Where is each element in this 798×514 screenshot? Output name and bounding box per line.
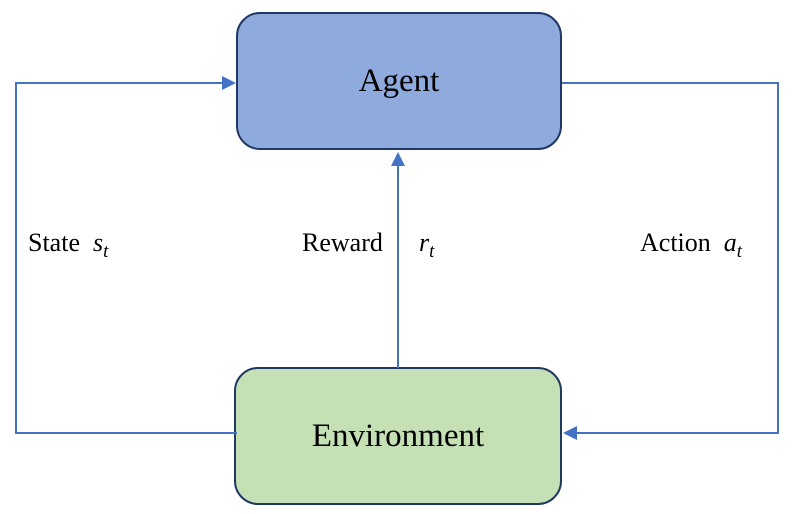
state-arrowhead-icon (222, 76, 236, 90)
reward-label: Reward (302, 228, 383, 257)
action-arrowhead-icon (563, 426, 577, 440)
state-arrow-bottom-segment (15, 432, 237, 434)
action-label: Action at (640, 228, 742, 263)
state-arrow-left-segment (15, 82, 17, 434)
action-arrow-right-segment (777, 82, 779, 434)
agent-box-label: Agent (358, 62, 440, 99)
state-arrow-top-segment (15, 82, 223, 84)
reward-arrow-segment (397, 164, 399, 368)
state-label: State st (28, 228, 109, 263)
reward-arrowhead-icon (391, 152, 405, 166)
environment-box-label: Environment (311, 417, 485, 454)
action-arrow-bottom-segment (576, 432, 779, 434)
action-arrow-top-segment (562, 82, 779, 84)
reward-variable: rt (419, 228, 435, 263)
agent-box: Agent (236, 12, 562, 150)
environment-box: Environment (234, 367, 562, 505)
